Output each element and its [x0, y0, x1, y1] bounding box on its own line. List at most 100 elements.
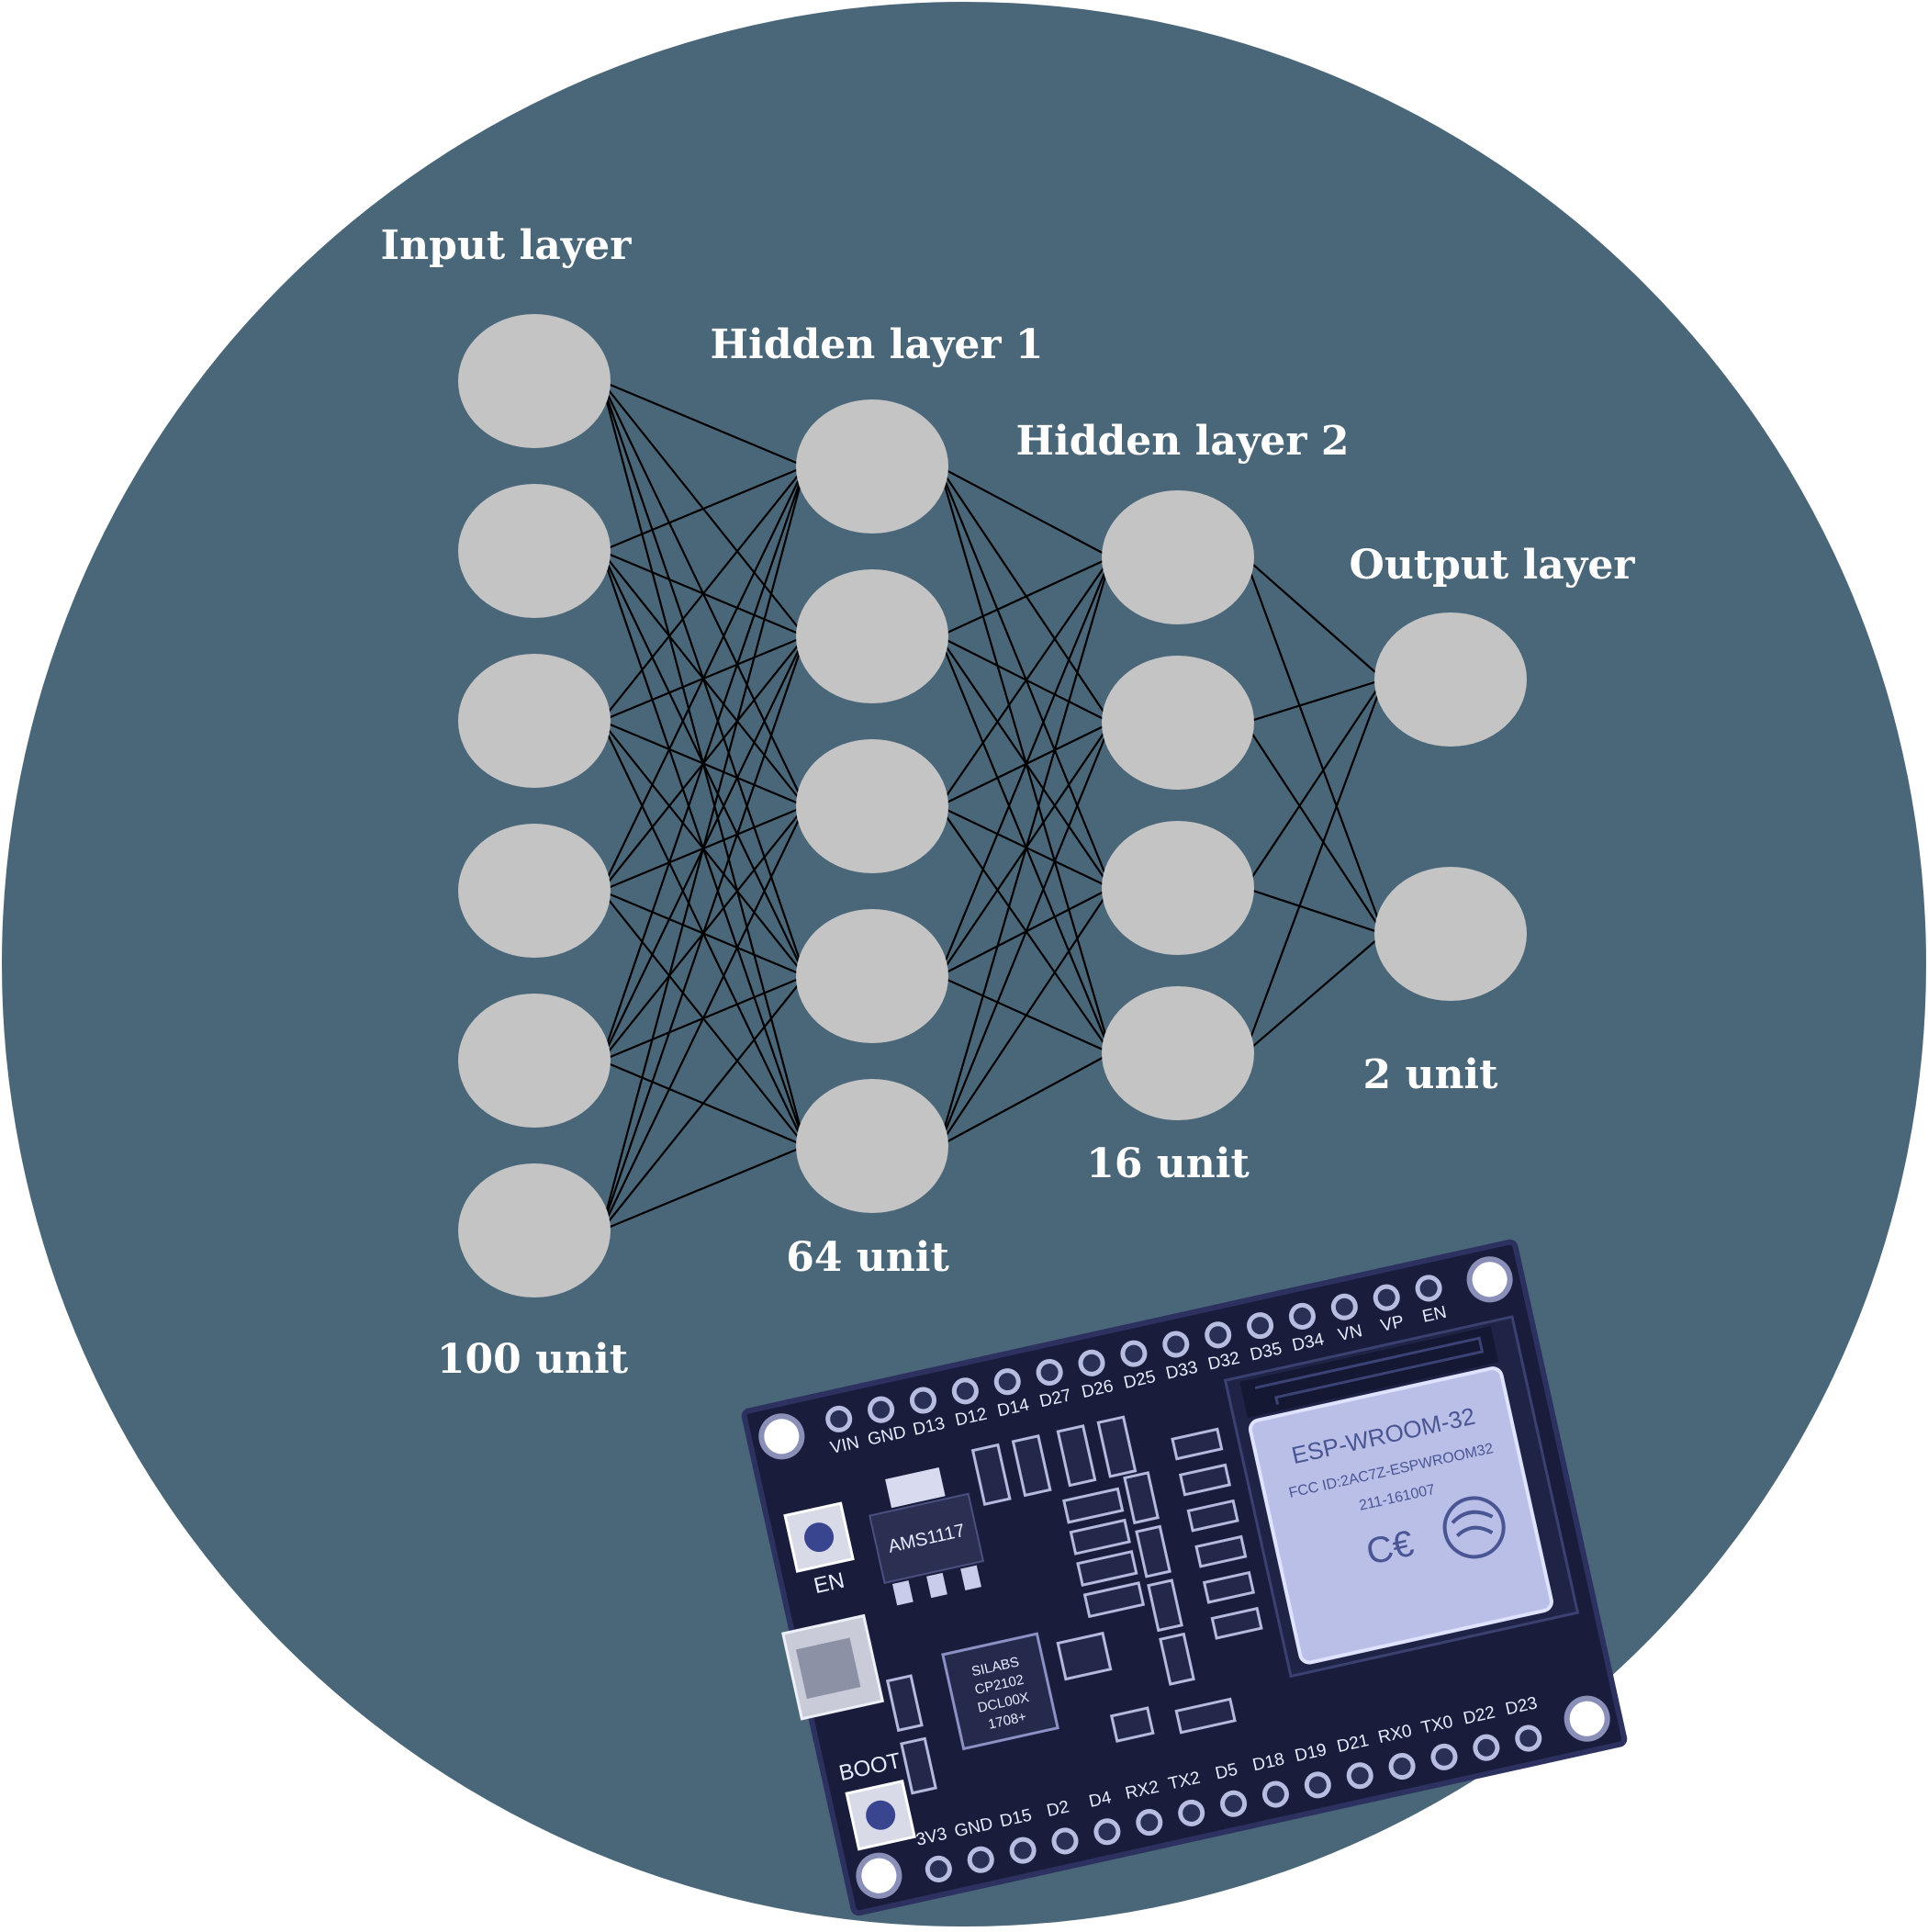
connection-l1-n1-to-n3	[937, 635, 1113, 1054]
top-pin-hole	[1330, 1293, 1358, 1320]
connection-l2-n2-to-n1	[1244, 886, 1384, 936]
connection-l2-n1-to-n1	[1244, 722, 1384, 935]
input-layer-units: 100 unit	[437, 1336, 629, 1383]
hidden-layer-1-units: 64 unit	[786, 1234, 949, 1281]
output-layer-units: 2 unit	[1363, 1051, 1499, 1098]
neuron-layer3-1	[1374, 867, 1527, 1001]
neuron-layer1-3	[796, 909, 948, 1043]
top-pin-hole	[1288, 1302, 1316, 1330]
module-shield	[1248, 1366, 1553, 1665]
connection-l1-n2-to-n2	[938, 805, 1112, 889]
smd-component	[1062, 1487, 1125, 1524]
top-pin-hole	[909, 1387, 936, 1414]
neuron-layer0-3	[458, 824, 611, 958]
neuron-layer0-4	[458, 994, 611, 1128]
bottom-pin-hole	[967, 1846, 994, 1873]
connections	[600, 379, 1385, 1232]
bottom-pin-label-d2: D2	[1045, 1797, 1070, 1821]
smd-component	[1123, 1471, 1160, 1525]
smd-component	[1159, 1632, 1195, 1686]
neuron-layer1-1	[796, 569, 948, 703]
smd-component	[1069, 1518, 1131, 1556]
smd-component	[1174, 1697, 1237, 1735]
connection-l1-n2-to-n3	[938, 805, 1112, 1054]
connection-l0-n3-to-n0	[600, 466, 806, 892]
bottom-pin-hole	[1009, 1837, 1037, 1864]
mounting-hole-icon	[758, 1413, 805, 1460]
usb-uart-chip	[941, 1632, 1059, 1751]
espressif-logo-swirl	[1451, 1510, 1494, 1538]
smd-component	[1186, 1499, 1239, 1533]
connection-l0-n4-to-n0	[600, 466, 807, 1061]
top-pin-hole	[1036, 1358, 1063, 1386]
bottom-pin-label-d4: D4	[1087, 1788, 1114, 1812]
smd-component	[1096, 1415, 1138, 1478]
connection-l1-n4-to-n3	[938, 1052, 1112, 1147]
top-pin-hole	[1205, 1321, 1232, 1349]
connection-l1-n1-to-n2	[938, 635, 1112, 889]
neuron-layer1-2	[796, 739, 948, 873]
connection-l0-n5-to-n3	[600, 975, 806, 1231]
mounting-hole-icon	[1564, 1695, 1610, 1742]
neuron-layer0-1	[458, 484, 611, 618]
connection-l2-n3-to-n0	[1243, 679, 1385, 1054]
bottom-pin-hole	[1346, 1762, 1373, 1790]
bottom-pin-hole	[1515, 1724, 1542, 1752]
connection-l0-n5-to-n0	[600, 466, 807, 1231]
smd-component	[1076, 1549, 1138, 1587]
bottom-pin-label-d5: D5	[1214, 1760, 1239, 1784]
smd-component	[1147, 1578, 1183, 1633]
bottom-pin-hole	[1430, 1743, 1458, 1770]
smd-component	[1210, 1606, 1263, 1640]
connection-l0-n5-to-n4	[600, 1144, 806, 1232]
smd-component	[1109, 1706, 1155, 1743]
smd-component	[900, 1736, 937, 1795]
neuron-layer0-2	[458, 654, 611, 788]
connection-l1-n0-to-n1	[938, 466, 1112, 724]
smd-components	[885, 1415, 1263, 1795]
input-layer-title: Input layer	[381, 222, 633, 269]
connection-l1-n0-to-n2	[937, 466, 1113, 889]
bottom-pin-hole	[925, 1855, 952, 1882]
hidden-layer-2-units: 16 unit	[1086, 1140, 1250, 1187]
connection-l1-n2-to-n0	[938, 556, 1112, 807]
connection-l1-n1-to-n0	[938, 556, 1112, 637]
connection-l2-n0-to-n0	[1244, 556, 1384, 680]
top-pin-hole	[1162, 1331, 1190, 1358]
top-pin-hole	[1373, 1284, 1400, 1311]
neurons	[458, 314, 1527, 1297]
connection-l0-n5-to-n2	[600, 805, 806, 1231]
connection-l0-n0-to-n0	[600, 379, 806, 468]
neuron-layer2-1	[1102, 656, 1254, 790]
smd-component	[1056, 1424, 1097, 1488]
boot-button-cap	[866, 1800, 896, 1830]
neuron-layer1-0	[796, 399, 948, 534]
connection-l1-n4-to-n0	[937, 556, 1113, 1147]
micro-usb-socket	[795, 1637, 861, 1700]
connection-l2-n0-to-n1	[1243, 556, 1385, 935]
neuron-layer2-3	[1102, 986, 1254, 1120]
neuron-layer0-5	[458, 1163, 611, 1297]
top-pin-header	[825, 1275, 1442, 1432]
connection-l2-n2-to-n0	[1244, 679, 1384, 889]
top-pin-hole	[1120, 1340, 1148, 1367]
bottom-pin-hole	[1136, 1809, 1163, 1837]
connection-l1-n3-to-n0	[937, 556, 1113, 977]
ce-mark-icon: C€	[1362, 1523, 1417, 1573]
neuron-layer2-2	[1102, 821, 1254, 955]
connection-l0-n1-to-n0	[600, 465, 806, 553]
connection-l1-n4-to-n1	[937, 722, 1113, 1147]
neuron-layer2-0	[1102, 490, 1254, 624]
hidden-layer-2-title: Hidden layer 2	[1015, 418, 1349, 465]
connection-l1-n3-to-n3	[938, 974, 1112, 1055]
top-pin-hole	[993, 1368, 1021, 1396]
en-button-cap	[804, 1522, 835, 1553]
mounting-hole-icon	[1466, 1256, 1513, 1303]
smd-component	[1011, 1434, 1052, 1498]
output-layer-title: Output layer	[1349, 542, 1635, 589]
bottom-pin-hole	[1304, 1771, 1331, 1799]
top-pin-hole	[1078, 1349, 1105, 1376]
